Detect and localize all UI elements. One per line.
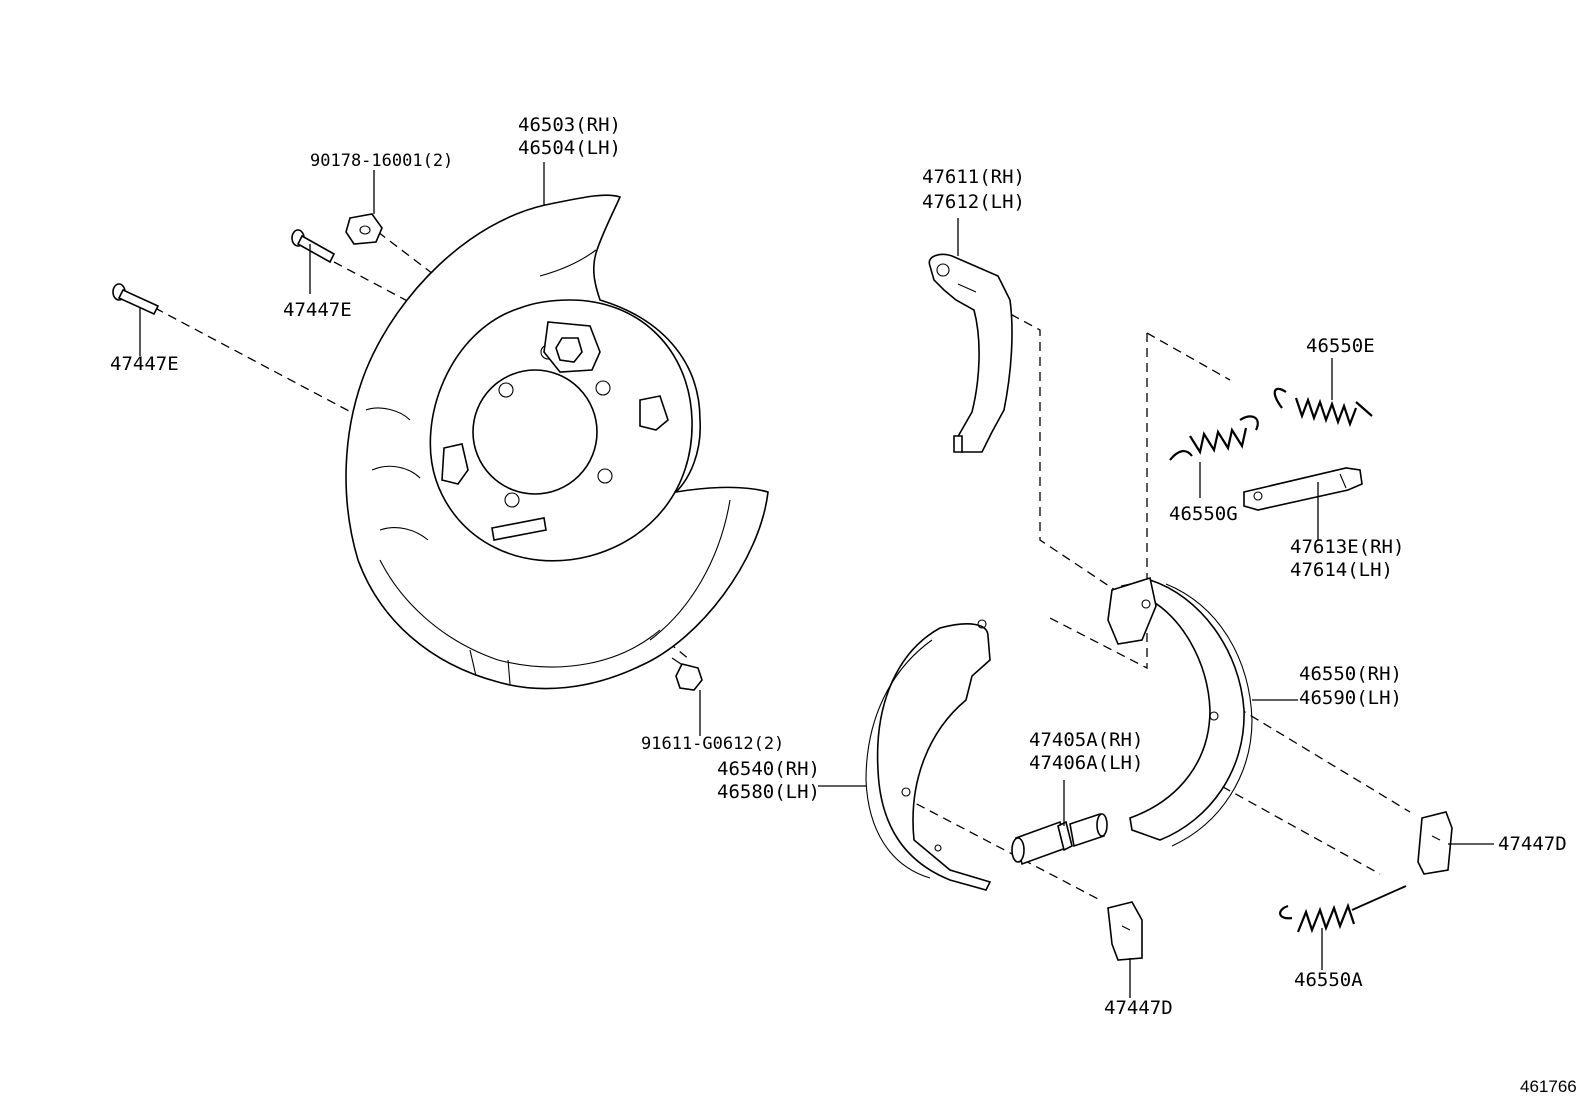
label-46504: 46504(LH) bbox=[518, 137, 621, 159]
label-47447d-bottom: 47447D bbox=[1104, 997, 1173, 1019]
label-46503: 46503(RH) bbox=[518, 114, 621, 136]
label-47612: 47612(LH) bbox=[922, 191, 1025, 213]
label-47405a: 47405A(RH) bbox=[1029, 729, 1143, 751]
bolt-upper bbox=[291, 229, 336, 264]
part-labels: 46503(RH) 46504(LH) 90178-16001(2) 47447… bbox=[110, 114, 1577, 1096]
label-47611: 47611(RH) bbox=[922, 166, 1025, 188]
label-46550e: 46550E bbox=[1306, 335, 1375, 357]
label-47447e-upper: 47447E bbox=[283, 299, 352, 321]
leader-lines bbox=[139, 162, 1494, 998]
spring-46550e bbox=[1273, 387, 1373, 428]
diagram-reference-number: 461766 bbox=[1520, 1077, 1577, 1096]
label-47447d-right: 47447D bbox=[1498, 833, 1567, 855]
clip-right bbox=[1417, 811, 1453, 875]
label-46550: 46550(RH) bbox=[1299, 663, 1402, 685]
label-47447e-left: 47447E bbox=[110, 353, 179, 375]
parking-brake-lever bbox=[928, 253, 1013, 453]
label-47406a: 47406A(LH) bbox=[1029, 752, 1143, 774]
label-47614: 47614(LH) bbox=[1290, 559, 1393, 581]
label-46540: 46540(RH) bbox=[717, 758, 820, 780]
spring-46550g bbox=[1169, 415, 1259, 461]
bolt-lower bbox=[671, 657, 703, 691]
label-46550a: 46550A bbox=[1294, 969, 1363, 991]
bolt-left bbox=[112, 283, 160, 316]
backing-plate-shield bbox=[345, 194, 769, 690]
label-91611: 91611-G0612(2) bbox=[641, 734, 784, 754]
label-47613e: 47613E(RH) bbox=[1290, 536, 1404, 558]
brake-shoe-front bbox=[865, 619, 992, 891]
brake-shoe-rear bbox=[1107, 576, 1253, 847]
adjuster-assembly bbox=[1011, 812, 1108, 866]
label-46580: 46580(LH) bbox=[717, 781, 820, 803]
spring-46550a bbox=[1279, 885, 1407, 934]
flange-nut bbox=[345, 213, 383, 245]
label-46550g: 46550G bbox=[1169, 503, 1238, 525]
clip-bottom bbox=[1107, 901, 1143, 961]
label-90178: 90178-16001(2) bbox=[310, 151, 453, 171]
adjusting-strut bbox=[1243, 467, 1363, 511]
label-46590: 46590(LH) bbox=[1299, 687, 1402, 709]
